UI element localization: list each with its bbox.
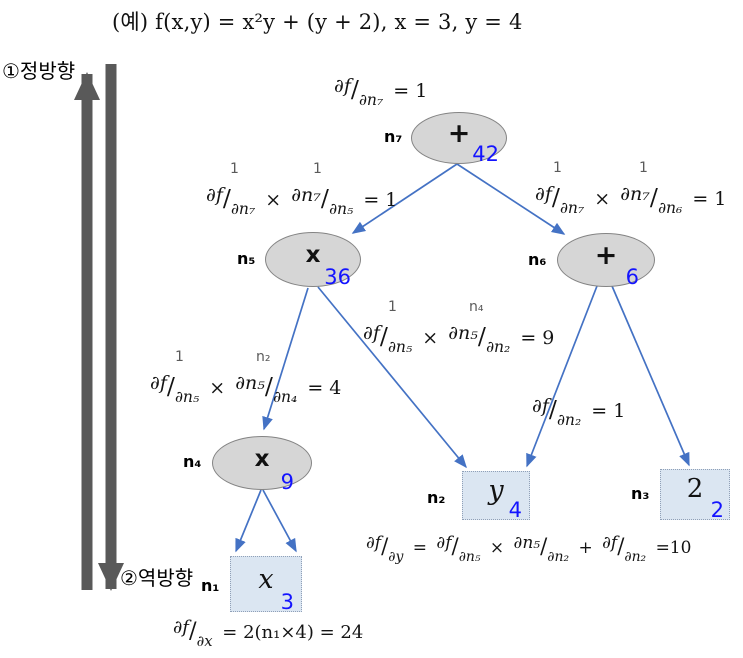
leaf-n2: y 4	[462, 471, 530, 522]
node-n7-value: 42	[472, 142, 499, 166]
forward-direction-label: ①정방향	[2, 59, 76, 83]
node-n7-operator: +	[447, 118, 471, 149]
edge-n5-n4	[262, 287, 309, 431]
leaf-n1-variable: x	[258, 564, 274, 595]
backward-direction-label: ②역방향	[120, 566, 194, 590]
node-n6-operator: +	[594, 240, 618, 271]
node-n4: x 9	[212, 436, 312, 494]
node-n4-value: 9	[280, 470, 294, 494]
leaf-n2-value: 4	[508, 498, 522, 522]
label-n5: n₅	[237, 249, 256, 268]
leaf-n3-constant: 2	[686, 474, 704, 504]
node-n6: + 6	[557, 233, 655, 289]
node-n6-value: 6	[625, 265, 639, 289]
chain-value-note: 1	[388, 299, 397, 315]
node-n4-operator: x	[254, 446, 270, 472]
formula-df-dn4-chain: 1 n₂ ∂f/∂n₅ × ∂n₅/∂n₄ = 4	[150, 349, 342, 406]
edge-n5-n2	[317, 286, 467, 469]
label-n2: n₂	[427, 488, 446, 507]
label-n1: n₁	[201, 576, 220, 595]
edge-n6-n3	[611, 285, 690, 467]
chain-value-note: 1	[175, 349, 184, 365]
edge-n4-n1-left	[235, 489, 262, 553]
label-n6: n₆	[528, 250, 547, 269]
chain-value-note: n₄	[469, 299, 484, 315]
edge-n7-n5	[351, 163, 458, 234]
leaf-n1: x 3	[230, 556, 302, 614]
chain-value-note: n₂	[256, 349, 271, 365]
chain-value-note: 1	[230, 161, 239, 177]
leaf-n1-value: 3	[280, 590, 294, 614]
node-n5-value: 36	[324, 265, 351, 289]
formula-df-dy-total: ∂f/∂y = ∂f/∂n₅ × ∂n₅/∂n₂ + ∂f/∂n₂ =10	[366, 533, 692, 565]
chain-value-note: 1	[639, 160, 648, 176]
edge-n7-n6	[456, 163, 566, 235]
node-n5-operator: x	[305, 242, 321, 268]
formula-df-dx-total: ∂f/∂x = 2(n₁×4) = 24	[173, 617, 364, 650]
leaf-n3-value: 2	[710, 498, 724, 522]
formula-df-dn2-via-n5-chain: 1 n₄ ∂f/∂n₅ × ∂n₅/∂n₂ = 9	[363, 299, 555, 356]
label-n7: n₇	[384, 127, 403, 146]
formula-df-dn5-chain: 1 1 ∂f/∂n₇ × ∂n₇/∂n₅ = 1	[206, 161, 398, 218]
label-n4: n₄	[183, 452, 202, 471]
formula-df-dn2: ∂f/∂n₂ = 1	[532, 395, 626, 429]
label-n3: n₃	[631, 484, 650, 503]
leaf-n3: 2 2	[660, 469, 730, 522]
example-formula-title: (예) f(x,y) = x²y + (y + 2), x = 3, y = 4	[112, 10, 523, 34]
edge-n4-n1-right	[262, 489, 297, 553]
formula-df-dn7: ∂f/∂n₇ = 1	[334, 75, 428, 109]
chain-value-note: 1	[553, 160, 562, 176]
node-n5: x 36	[265, 232, 361, 289]
chain-value-note: 1	[313, 161, 322, 177]
formula-df-dn6-chain: 1 1 ∂f/∂n₇ × ∂n₇/∂n₆ = 1	[535, 160, 727, 217]
leaf-n2-variable: y	[488, 475, 504, 506]
node-n7: + 42	[411, 112, 507, 166]
edge-n6-n2	[526, 285, 598, 468]
